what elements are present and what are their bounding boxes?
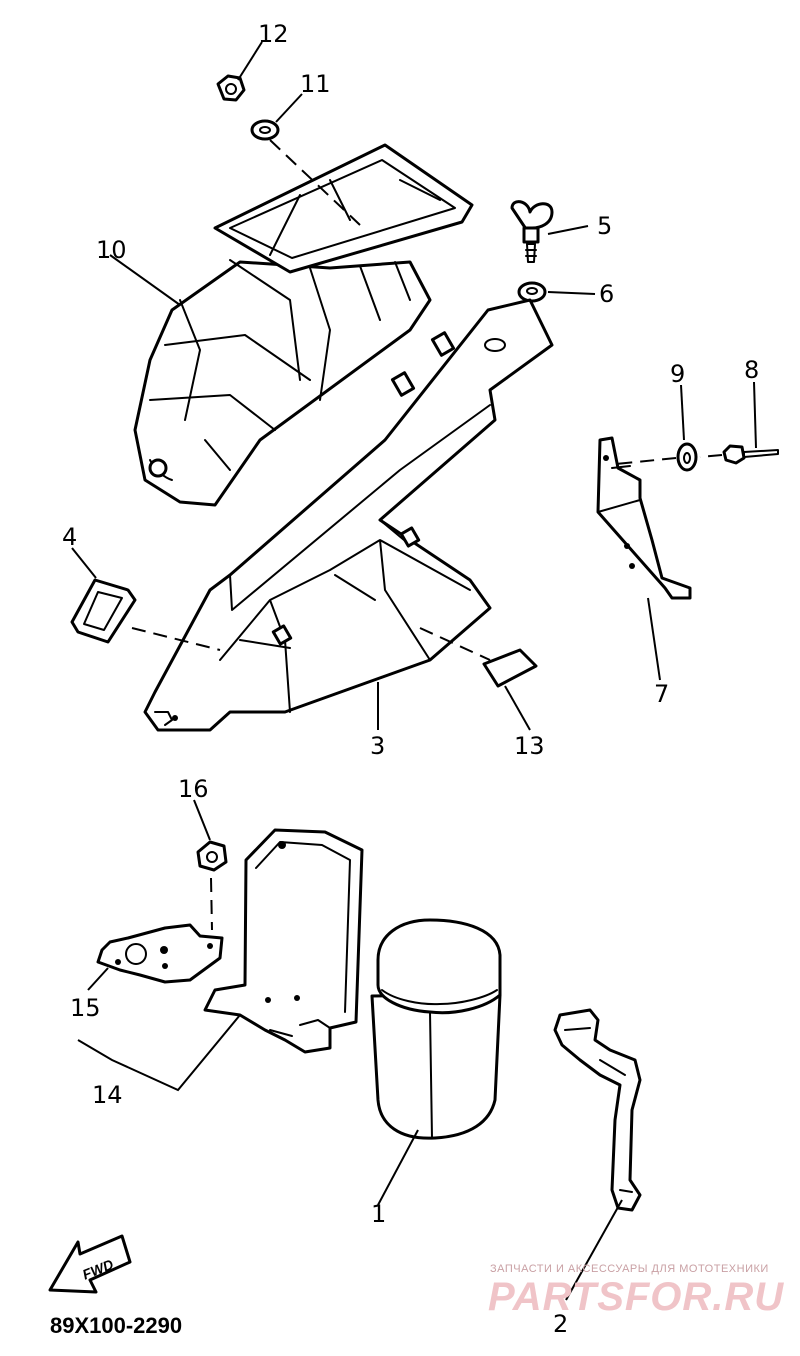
part-14-battery-holder <box>203 828 364 1054</box>
callout-8: 8 <box>744 356 759 384</box>
part-11-washer <box>250 119 280 141</box>
part-2-strap <box>553 1008 642 1212</box>
watermark-logo: PARTSFOR.RU <box>488 1275 784 1319</box>
callout-5: 5 <box>597 212 612 240</box>
part-3-base-housing <box>143 298 554 732</box>
callout-15: 15 <box>70 994 101 1022</box>
callout-10: 10 <box>96 236 127 264</box>
part-9-grommet <box>676 442 698 472</box>
watermark-tagline: ЗАПЧАСТИ И АКСЕССУАРЫ ДЛЯ МОТОТЕХНИКИ <box>490 1263 769 1275</box>
leader-lines <box>71 41 757 1301</box>
part-6-grommet <box>517 281 547 303</box>
watermark: ЗАПЧАСТИ И АКСЕССУАРЫ ДЛЯ МОТОТЕХНИКИ PA… <box>488 1263 784 1319</box>
callout-numbers: 12 11 10 5 6 9 8 4 7 3 13 16 15 14 1 2 <box>62 20 759 1338</box>
part-16-nut <box>196 840 228 872</box>
callout-9: 9 <box>670 360 685 388</box>
part-7-bracket <box>596 436 692 600</box>
callout-12: 12 <box>258 20 289 48</box>
part-5-wing-bolt <box>510 200 554 263</box>
callout-7: 7 <box>654 680 669 708</box>
callout-11: 11 <box>300 70 331 98</box>
callout-3: 3 <box>370 732 385 760</box>
diagram-code: 89X100-2290 <box>50 1313 182 1338</box>
part-1-battery <box>370 918 502 1140</box>
callout-14: 14 <box>92 1081 123 1109</box>
callout-4: 4 <box>62 523 77 551</box>
callout-13: 13 <box>514 732 545 760</box>
callout-1: 1 <box>371 1200 386 1228</box>
part-12-nut <box>216 74 246 102</box>
part-15-plate <box>96 923 224 984</box>
part-4-gasket <box>70 578 137 644</box>
callout-16: 16 <box>178 775 209 803</box>
part-13-pad <box>482 648 538 688</box>
part-8-screw <box>722 444 779 465</box>
fwd-arrow-icon: FWD <box>48 1234 132 1294</box>
callout-2: 2 <box>553 1310 568 1338</box>
callout-6: 6 <box>599 280 614 308</box>
